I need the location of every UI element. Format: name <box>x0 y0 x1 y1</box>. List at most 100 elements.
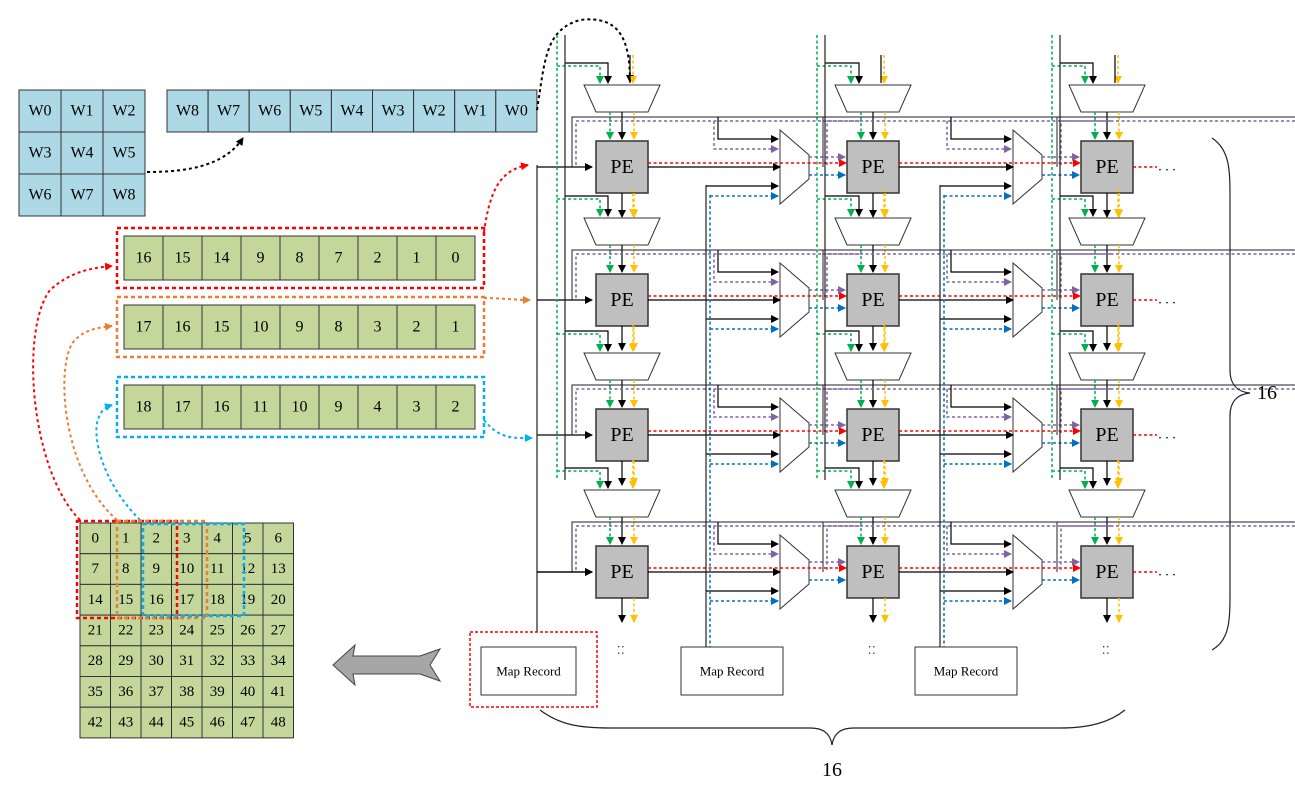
feature-label: 8 <box>122 561 130 577</box>
pe-label: PE <box>1095 424 1118 446</box>
cols-count-label: 16 <box>822 759 842 781</box>
feature-label: 13 <box>271 561 286 577</box>
feature-label: 39 <box>210 684 225 700</box>
row-mux <box>1012 261 1043 339</box>
purple-wire <box>1060 120 1295 165</box>
map-record-label: Map Record <box>496 664 561 679</box>
feature-label: 31 <box>179 653 194 669</box>
mux-green-wire <box>557 333 604 352</box>
mux-green-wire <box>817 65 855 84</box>
input-label: 2 <box>413 319 421 336</box>
input-label: 17 <box>136 319 152 336</box>
mux-green-wire <box>817 470 855 489</box>
feature-label: 43 <box>118 715 133 731</box>
feature-label: 15 <box>118 592 133 608</box>
feedback-wire <box>571 521 862 572</box>
input-cell <box>123 304 164 350</box>
feedback-wire <box>1056 384 1295 435</box>
weight-mux <box>583 84 661 113</box>
weight-feed-arrow <box>536 18 634 111</box>
feature-label: 10 <box>179 561 194 577</box>
weight-label: W2 <box>112 103 135 120</box>
weight-label: W8 <box>112 187 135 204</box>
column-brace <box>539 709 1126 746</box>
input-cell <box>240 384 281 430</box>
mux-green-wire <box>557 470 604 489</box>
mux-in-wire <box>717 385 779 411</box>
input-cell <box>435 304 476 350</box>
mux-wire <box>1060 195 1097 217</box>
input-cell <box>123 384 164 430</box>
weight-cell <box>18 89 62 133</box>
mux-green-wire <box>557 198 604 217</box>
feature-cell <box>232 706 264 739</box>
feature-label: 20 <box>271 592 286 608</box>
weight-vector-label: W4 <box>340 103 363 120</box>
row-to-pe-arrow <box>483 295 531 304</box>
input-label: 2 <box>452 399 460 416</box>
mux-wire <box>565 62 612 84</box>
feature-label: 47 <box>240 715 256 731</box>
input-label: 4 <box>374 399 382 416</box>
input-cell <box>357 384 398 430</box>
row-ellipsis: . . . <box>1158 565 1176 580</box>
mux-wire <box>565 195 612 217</box>
column-ellipsis: : : <box>1100 645 1114 655</box>
big-left-arrow <box>332 643 442 687</box>
input-label: 9 <box>296 319 304 336</box>
feature-cell <box>110 553 142 585</box>
feature-cell <box>262 706 294 739</box>
input-cell <box>201 304 242 350</box>
weight-vector-label: W7 <box>217 103 240 120</box>
feature-label: 42 <box>88 715 103 731</box>
mux-wire <box>1060 467 1097 489</box>
map-record-label: Map Record <box>934 664 999 679</box>
row-ellipsis: . . . <box>1158 293 1176 308</box>
row-ellipsis: . . . <box>1158 160 1176 175</box>
weight-vector-cell <box>289 89 332 133</box>
feedback-wire <box>1056 521 1295 572</box>
input-label: 16 <box>214 399 230 416</box>
weight-vector-cell <box>166 89 209 133</box>
mux-in-purple <box>946 254 1012 286</box>
input-cell <box>435 235 476 281</box>
mux-in-wire <box>950 117 1012 143</box>
mux-in-wire <box>717 522 779 548</box>
weight-mux <box>834 217 912 246</box>
feature-cell <box>262 614 294 647</box>
row-mux <box>1012 396 1043 474</box>
window-arrow <box>63 322 118 521</box>
feature-label: 37 <box>149 684 165 700</box>
feature-cell <box>110 614 142 647</box>
mux-wire <box>825 62 863 84</box>
row-ellipsis: . . . <box>1158 428 1176 443</box>
input-label: 8 <box>335 319 343 336</box>
input-label: 7 <box>335 250 343 267</box>
weight-cell <box>60 173 104 217</box>
weight-vector-cell <box>330 89 373 133</box>
input-cell <box>123 235 164 281</box>
weight-cell <box>102 131 146 175</box>
purple-wire <box>575 525 862 570</box>
feature-label: 11 <box>210 561 224 577</box>
input-cell <box>201 384 242 430</box>
feature-label: 6 <box>275 530 283 546</box>
mux-in-purple <box>946 389 1012 421</box>
input-row-frame <box>115 226 486 290</box>
weight-vector-label: W5 <box>299 103 322 120</box>
purple-wire <box>575 253 862 298</box>
feature-label: 48 <box>271 715 286 731</box>
feedback-wire <box>822 384 1113 435</box>
weight-cell <box>18 173 62 217</box>
weight-mux <box>583 489 661 518</box>
weight-mux <box>1068 217 1146 246</box>
weight-vector-cell <box>248 89 291 133</box>
map-record-label: Map Record <box>700 664 765 679</box>
input-cell <box>318 384 359 430</box>
weight-vector-label: W0 <box>505 103 528 120</box>
pe-label: PE <box>610 156 633 178</box>
purple-wire <box>826 388 1113 433</box>
input-label: 2 <box>374 250 382 267</box>
map-record-box <box>480 646 577 696</box>
feature-label: 2 <box>153 530 161 546</box>
